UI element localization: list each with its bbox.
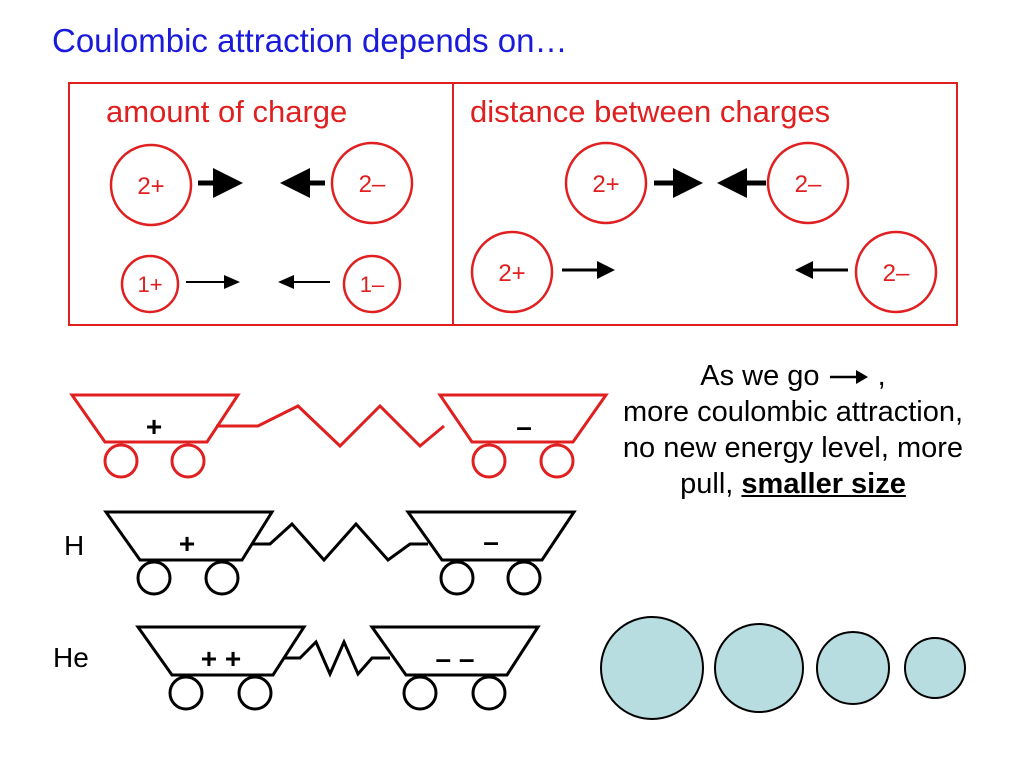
big-positive-charge: 2+ bbox=[109, 143, 193, 227]
cart-negative-label: – bbox=[483, 526, 499, 557]
cart-wheel bbox=[103, 443, 139, 479]
cart-wheel bbox=[168, 675, 204, 711]
atom-circle-smallest bbox=[904, 637, 966, 699]
cart-pair-hydrogen: + – bbox=[103, 510, 577, 596]
atom-circle-large bbox=[714, 623, 804, 713]
arrow-right-icon bbox=[829, 370, 868, 385]
caption-lead: As we go bbox=[700, 360, 820, 392]
charge-label: 2– bbox=[359, 171, 386, 198]
caption-comma: , bbox=[877, 360, 886, 392]
atom-circle-small bbox=[816, 631, 890, 705]
cart-positive bbox=[135, 625, 307, 677]
page-title: Coulombic attraction depends on… bbox=[52, 22, 568, 59]
caption-emphasis: smaller size bbox=[741, 468, 906, 500]
charge-label: 2– bbox=[795, 171, 822, 198]
close-positive-charge: 2+ bbox=[564, 141, 648, 225]
charge-label: 1– bbox=[360, 272, 385, 297]
cart-negative bbox=[405, 510, 577, 562]
cart-wheel bbox=[402, 675, 438, 711]
cart-wheel bbox=[237, 675, 273, 711]
cart-positive-label: + + bbox=[201, 643, 241, 674]
cart-negative-label: – – bbox=[436, 643, 475, 674]
panel-heading-distance: distance between charges bbox=[470, 94, 831, 129]
panel-distance-between-charges bbox=[452, 82, 958, 326]
cart-negative bbox=[369, 625, 541, 677]
far-positive-charge: 2+ bbox=[470, 230, 554, 314]
spring bbox=[252, 521, 428, 563]
cart-wheel bbox=[539, 443, 575, 479]
panel-heading-amount: amount of charge bbox=[106, 94, 348, 129]
spring bbox=[216, 403, 445, 449]
cart-positive-label: + bbox=[179, 528, 195, 559]
small-positive-charge: 1+ bbox=[120, 254, 180, 314]
charge-label: 2+ bbox=[137, 173, 164, 200]
charge-label: 2– bbox=[883, 260, 910, 287]
charge-label: 2+ bbox=[498, 260, 525, 287]
cart-pair-generic: + – bbox=[69, 393, 609, 479]
cart-wheel bbox=[439, 560, 475, 596]
atom-size-sequence bbox=[600, 616, 966, 720]
charge-label: 2+ bbox=[592, 171, 619, 198]
small-negative-charge: 1– bbox=[342, 254, 402, 314]
cart-pair-helium: + + – – bbox=[135, 625, 541, 711]
big-negative-charge: 2– bbox=[330, 141, 414, 225]
cart-wheel bbox=[471, 443, 507, 479]
row-label-helium: He bbox=[53, 642, 89, 673]
cart-wheel bbox=[204, 560, 240, 596]
close-negative-charge: 2– bbox=[766, 141, 850, 225]
cart-wheel bbox=[170, 443, 206, 479]
cart-wheel bbox=[506, 560, 542, 596]
charge-label: 1+ bbox=[137, 272, 162, 297]
cart-negative-label: – bbox=[516, 411, 532, 442]
caption-body: more coulombic attraction, no new energy… bbox=[622, 396, 964, 500]
cart-wheel bbox=[136, 560, 172, 596]
spring-compressed bbox=[284, 638, 390, 678]
cart-negative bbox=[437, 393, 609, 444]
cart-positive-label: + bbox=[146, 411, 162, 442]
caption: As we go , more coulombic attraction, no… bbox=[622, 358, 964, 502]
cart-positive bbox=[69, 393, 241, 444]
far-negative-charge: 2– bbox=[854, 230, 938, 314]
row-label-hydrogen: H bbox=[64, 530, 85, 561]
atom-circle-largest bbox=[600, 616, 704, 720]
cart-positive bbox=[103, 510, 275, 562]
cart-wheel bbox=[471, 675, 507, 711]
